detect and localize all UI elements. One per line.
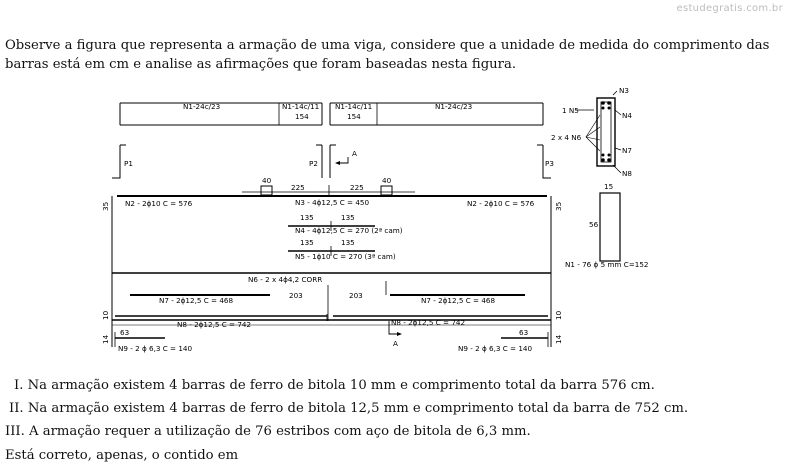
label-n1-mid-left: N1-14c/11 (282, 102, 319, 111)
side-14-left: 14 (101, 334, 110, 344)
dim-154-right: 154 (347, 112, 361, 121)
statement-text: A armação requer a utilização de 76 estr… (29, 424, 531, 439)
dim-154-left: 154 (295, 112, 309, 121)
side-35-right: 35 (554, 202, 563, 211)
statement-number: II. (9, 401, 24, 416)
support-p1: P1 (124, 159, 133, 168)
section-mark-bottom: A (393, 339, 398, 348)
section-label-n8: N8 (622, 169, 632, 178)
label-n8-left: N8 - 2ϕ12,5 C = 742 (177, 320, 251, 329)
dim-40-left: 40 (262, 176, 272, 185)
side-35-left: 35 (101, 202, 110, 211)
label-n7-right: N7 - 2ϕ12,5 C = 468 (421, 296, 495, 305)
side-10-right: 10 (554, 310, 563, 320)
dim-40-right: 40 (382, 176, 392, 185)
section-label-n3: N3 (619, 86, 629, 95)
dim-135-a: 135 (300, 213, 314, 222)
support-p2: P2 (309, 159, 318, 168)
label-n1-left: N1-24c/23 (183, 102, 220, 111)
dim-225-left: 225 (291, 183, 305, 192)
stirrup-dim-15: 15 (604, 182, 613, 191)
statement-2: II. Na armação existem 4 barras de ferro… (5, 397, 785, 420)
statement-3: III. A armação requer a utilização de 76… (5, 420, 785, 443)
support-p3: P3 (545, 159, 554, 168)
dim-135-b: 135 (341, 213, 355, 222)
dim-63-right: 63 (519, 328, 528, 337)
dim-203-right: 203 (349, 291, 363, 300)
label-n9-right: N9 - 2 ϕ 6,3 C = 140 (458, 344, 532, 353)
statement-1: I. Na armação existem 4 barras de ferro … (5, 374, 785, 397)
question-intro: Observe a figura que representa a armaçã… (5, 38, 770, 72)
question-prompt: Está correto, apenas, o contido em (5, 448, 239, 463)
label-n1-mid-right: N1-14c/11 (335, 102, 372, 111)
section-label-n4: N4 (622, 111, 632, 120)
dim-63-left: 63 (120, 328, 129, 337)
section-label-n5: 1 N5 (562, 106, 579, 115)
section-mark-top: A (352, 149, 357, 158)
stirrup-dim-56: 56 (589, 220, 599, 229)
label-n3: N3 - 4ϕ12,5 C = 450 (295, 198, 369, 207)
label-n6: N6 - 2 x 4ϕ4,2 CORR (248, 275, 322, 284)
statement-text: Na armação existem 4 barras de ferro de … (27, 401, 689, 416)
dim-203-left: 203 (289, 291, 303, 300)
statement-number: I. (14, 378, 24, 393)
statement-text: Na armação existem 4 barras de ferro de … (27, 378, 655, 393)
label-n2-right: N2 - 2ϕ10 C = 576 (467, 199, 535, 208)
dim-225-right: 225 (350, 183, 364, 192)
beam-reinforcement-figure: N1-24c/23 N1-14c/11 N1-14c/11 N1-24c/23 … (101, 86, 648, 353)
label-n5: N5 - 1ϕ10 C = 270 (3ª cam) (295, 252, 396, 261)
label-n4: N4 - 4ϕ12,5 C = 270 (2ª cam) (295, 226, 403, 235)
label-n1-right: N1-24c/23 (435, 102, 472, 111)
label-n9-left: N9 - 2 ϕ 6,3 C = 140 (118, 344, 192, 353)
label-n8-right: N8 - 2ϕ12,5 C = 742 (391, 318, 465, 327)
watermark: estudegratis.com.br (676, 3, 783, 14)
statement-list: I. Na armação existem 4 barras de ferro … (5, 374, 785, 443)
label-n7-left: N7 - 2ϕ12,5 C = 468 (159, 296, 233, 305)
dim-135-d: 135 (341, 238, 355, 247)
section-label-n7: N7 (622, 146, 632, 155)
side-14-right: 14 (554, 334, 563, 344)
dim-135-c: 135 (300, 238, 314, 247)
side-10-left: 10 (101, 310, 110, 320)
statement-number: III. (5, 424, 25, 439)
stirrup-label: N1 - 76 ϕ 5 mm C=152 (565, 260, 648, 269)
section-label-n6: 2 x 4 N6 (551, 133, 582, 142)
label-n2-left: N2 - 2ϕ10 C = 576 (125, 199, 193, 208)
